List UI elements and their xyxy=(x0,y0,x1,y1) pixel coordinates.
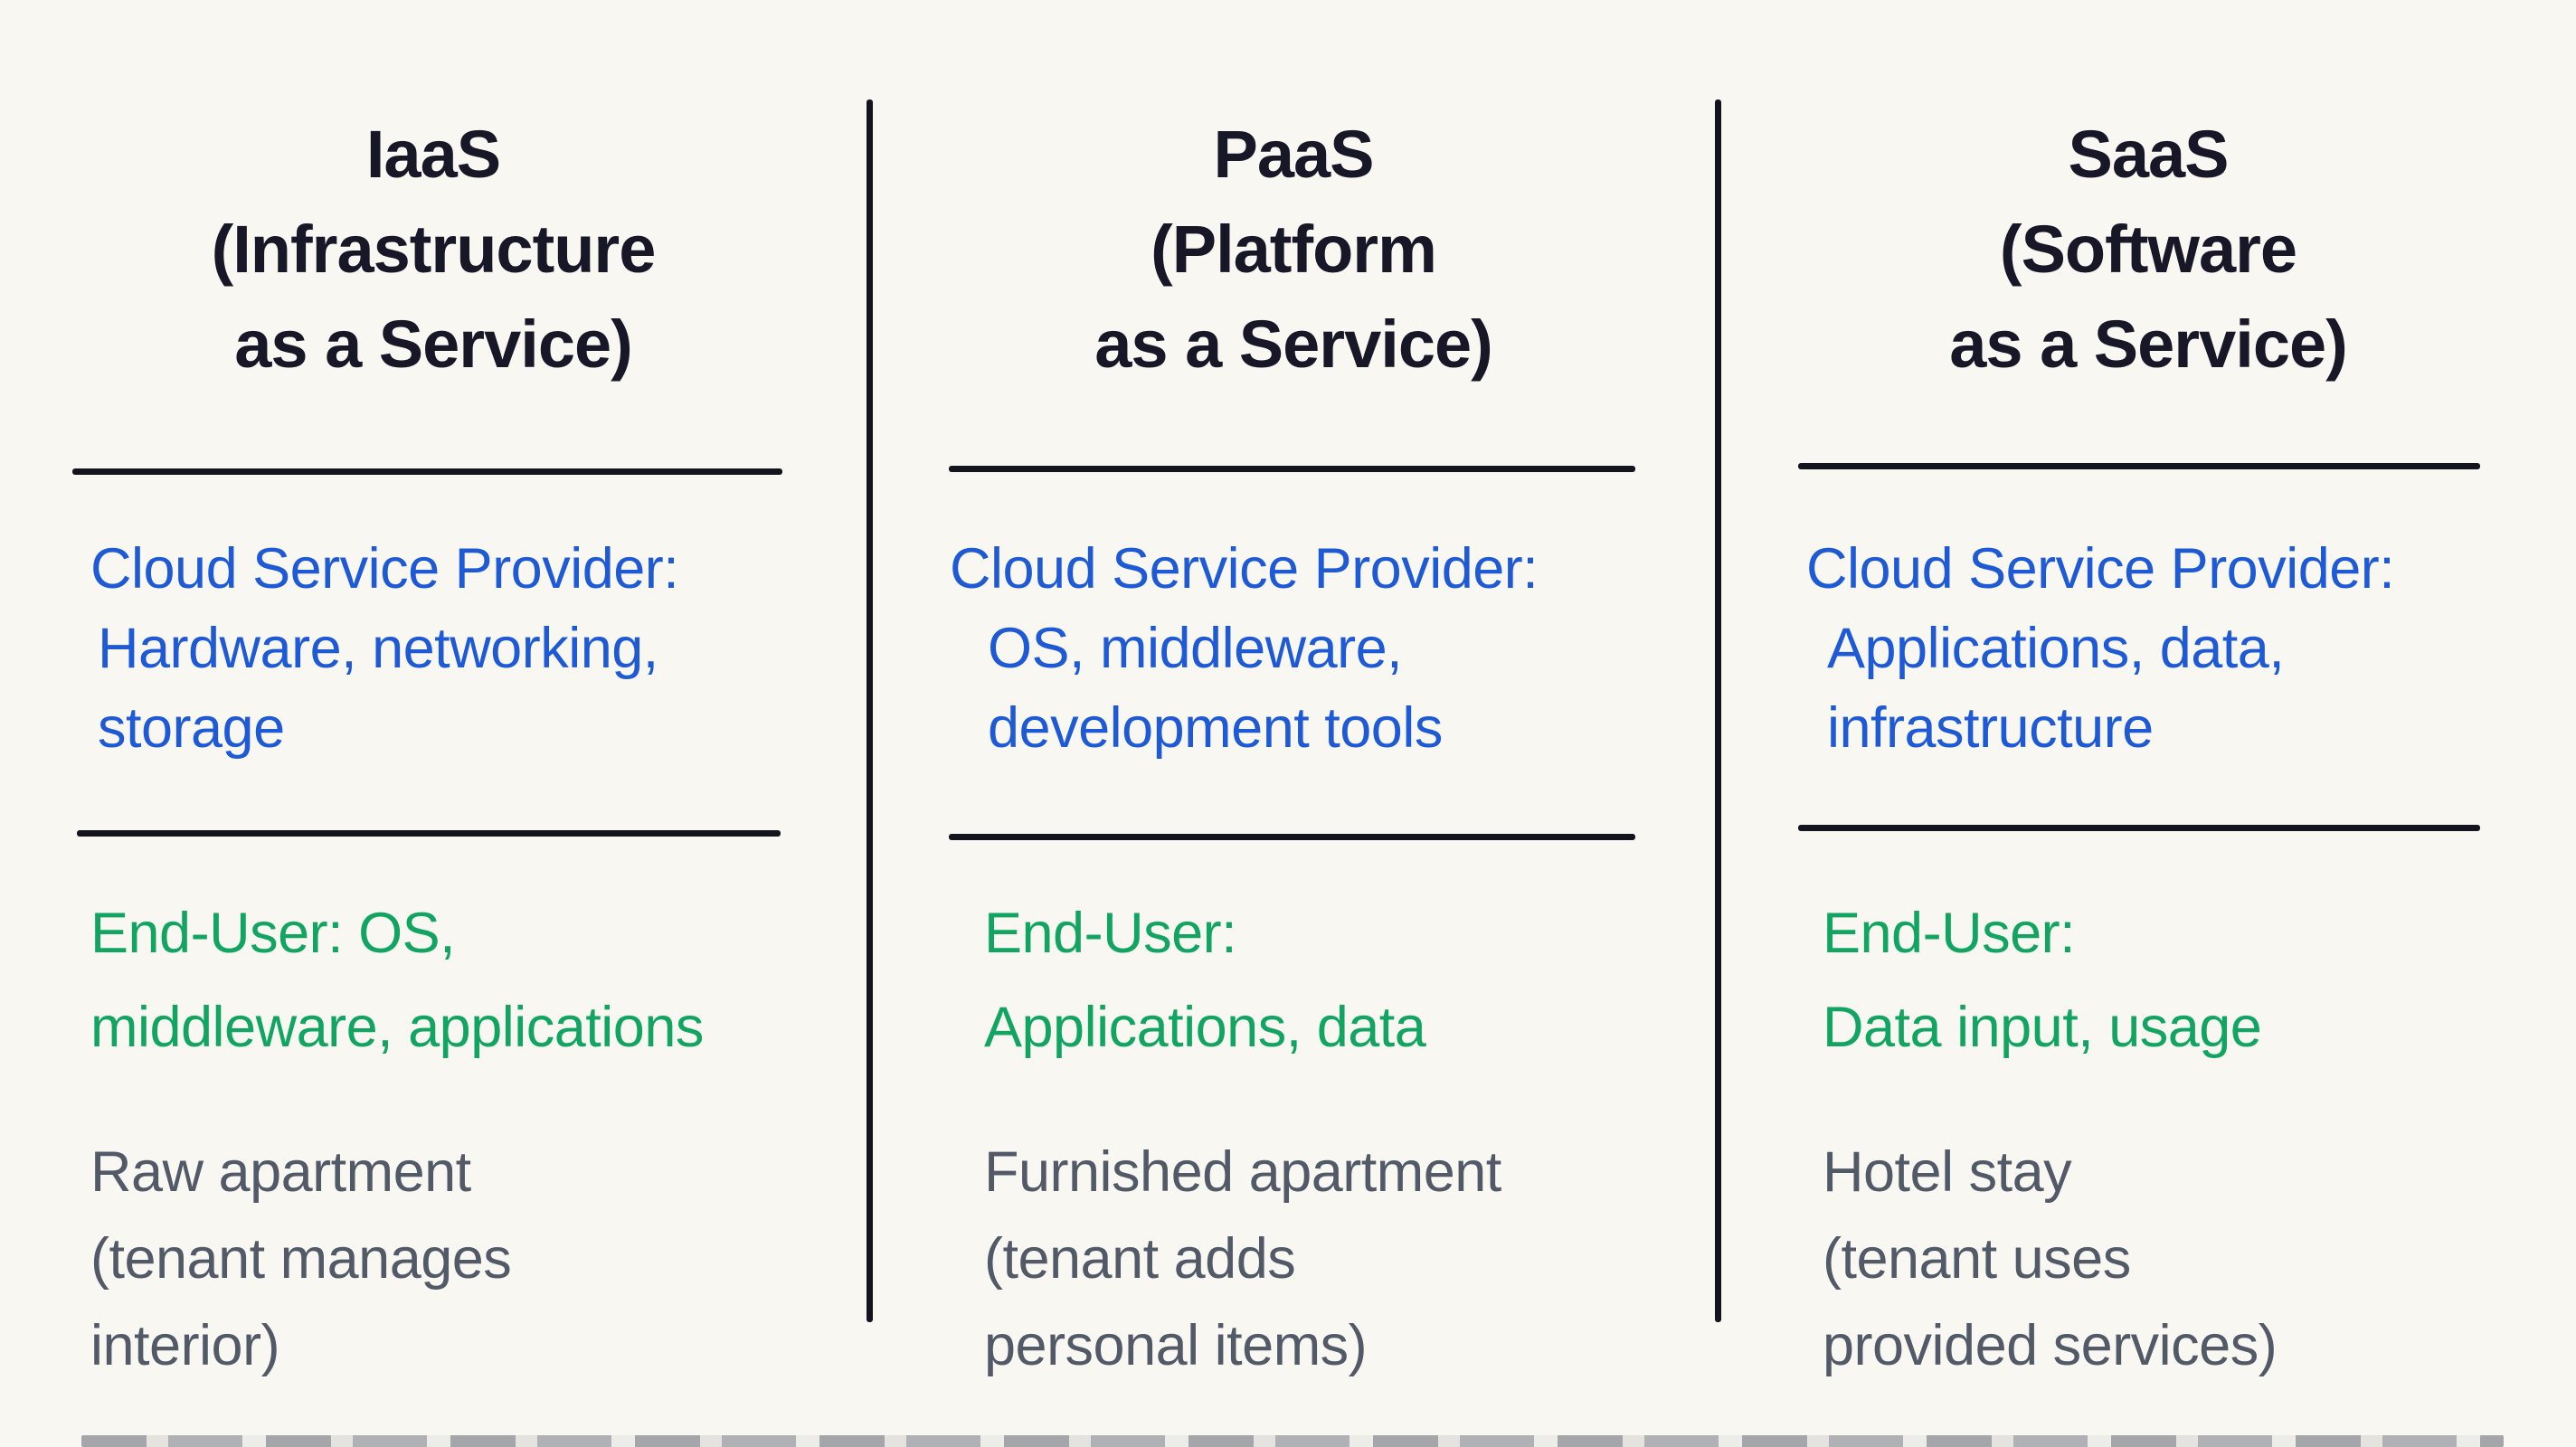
column-title-paas: PaaS (Platform as a Service) xyxy=(1094,117,1493,382)
section-separator-iaas xyxy=(77,830,781,837)
bottom-crop-artifact xyxy=(81,1435,2504,1447)
end-user-text-paas: End-User: Applications, data xyxy=(984,902,1426,1059)
provider-text-paas: Cloud Service Provider: OS, middleware, … xyxy=(950,537,1539,760)
provider-text-saas: Cloud Service Provider: Applications, da… xyxy=(1806,537,2395,760)
column-title-saas: SaaS (Software as a Service) xyxy=(1949,117,2348,382)
column-iaas: IaaS (Infrastructure as a Service) Cloud… xyxy=(0,0,867,1447)
analogy-text-saas: Hotel stay (tenant uses provided service… xyxy=(1823,1140,2278,1377)
column-title-iaas: IaaS (Infrastructure as a Service) xyxy=(211,117,657,382)
vertical-divider-left xyxy=(867,99,873,1322)
header-underline-saas xyxy=(1798,463,2480,469)
provider-text-iaas: Cloud Service Provider: Hardware, networ… xyxy=(90,537,679,760)
analogy-text-iaas: Raw apartment (tenant manages interior) xyxy=(90,1140,512,1377)
column-saas: SaaS (Software as a Service) Cloud Servi… xyxy=(1720,0,2576,1447)
end-user-text-iaas: End-User: OS, middleware, applications xyxy=(90,902,704,1059)
section-separator-paas xyxy=(949,834,1635,840)
vertical-divider-right xyxy=(1715,99,1721,1322)
header-underline-iaas xyxy=(72,468,782,475)
end-user-text-saas: End-User: Data input, usage xyxy=(1823,902,2262,1059)
column-paas: PaaS (Platform as a Service) Cloud Servi… xyxy=(873,0,1714,1447)
analogy-text-paas: Furnished apartment (tenant adds persona… xyxy=(984,1140,1501,1377)
header-underline-paas xyxy=(949,466,1635,472)
section-separator-saas xyxy=(1798,825,2480,831)
